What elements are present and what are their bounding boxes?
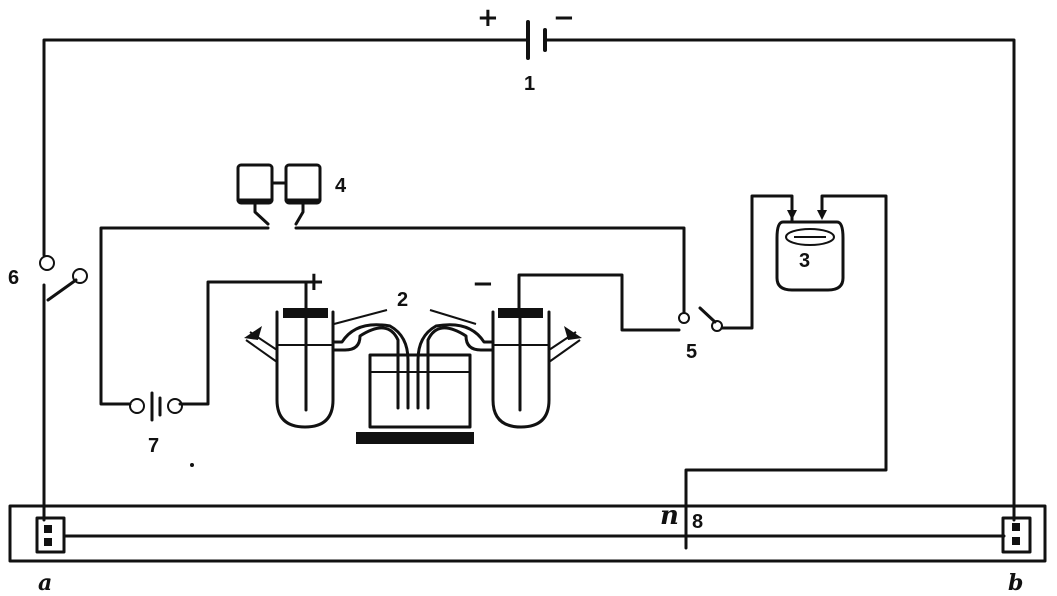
electrode-plus-label: + xyxy=(303,267,325,297)
battery-1 xyxy=(526,20,547,60)
speck xyxy=(190,463,194,467)
end-b-label: b xyxy=(1008,570,1023,596)
slider-n-label: n xyxy=(660,501,679,531)
switch-6-label: 6 xyxy=(8,267,19,289)
component-4 xyxy=(236,163,322,226)
inner-circuit-wires xyxy=(99,226,686,406)
slider-8-label: 8 xyxy=(692,511,703,533)
switch-5-label: 5 xyxy=(686,341,697,363)
left-electrode-vessel xyxy=(244,308,335,429)
battery-label: 1 xyxy=(524,73,535,95)
main-circuit-wires xyxy=(42,38,1016,522)
central-beaker xyxy=(356,353,474,444)
switch-6 xyxy=(39,255,88,302)
sliding-contact xyxy=(684,194,888,550)
electrodes-label: 2 xyxy=(397,289,408,311)
right-electrode-vessel xyxy=(491,308,582,429)
cell-7 xyxy=(129,391,183,422)
battery-plus-label: + xyxy=(477,3,499,33)
component-4-label: 4 xyxy=(335,175,347,197)
slide-wire-rheostat xyxy=(8,504,1047,563)
end-a-label: a xyxy=(38,570,52,596)
electrode-minus-label: − xyxy=(472,269,494,299)
galvanometer-3 xyxy=(775,208,845,292)
switch-5 xyxy=(678,194,794,332)
electrode-pointer-lines xyxy=(333,309,477,325)
battery-minus-label: − xyxy=(553,3,575,33)
meter-label: 3 xyxy=(799,250,810,272)
salt-bridges xyxy=(331,323,495,410)
cell-7-label: 7 xyxy=(148,435,159,457)
